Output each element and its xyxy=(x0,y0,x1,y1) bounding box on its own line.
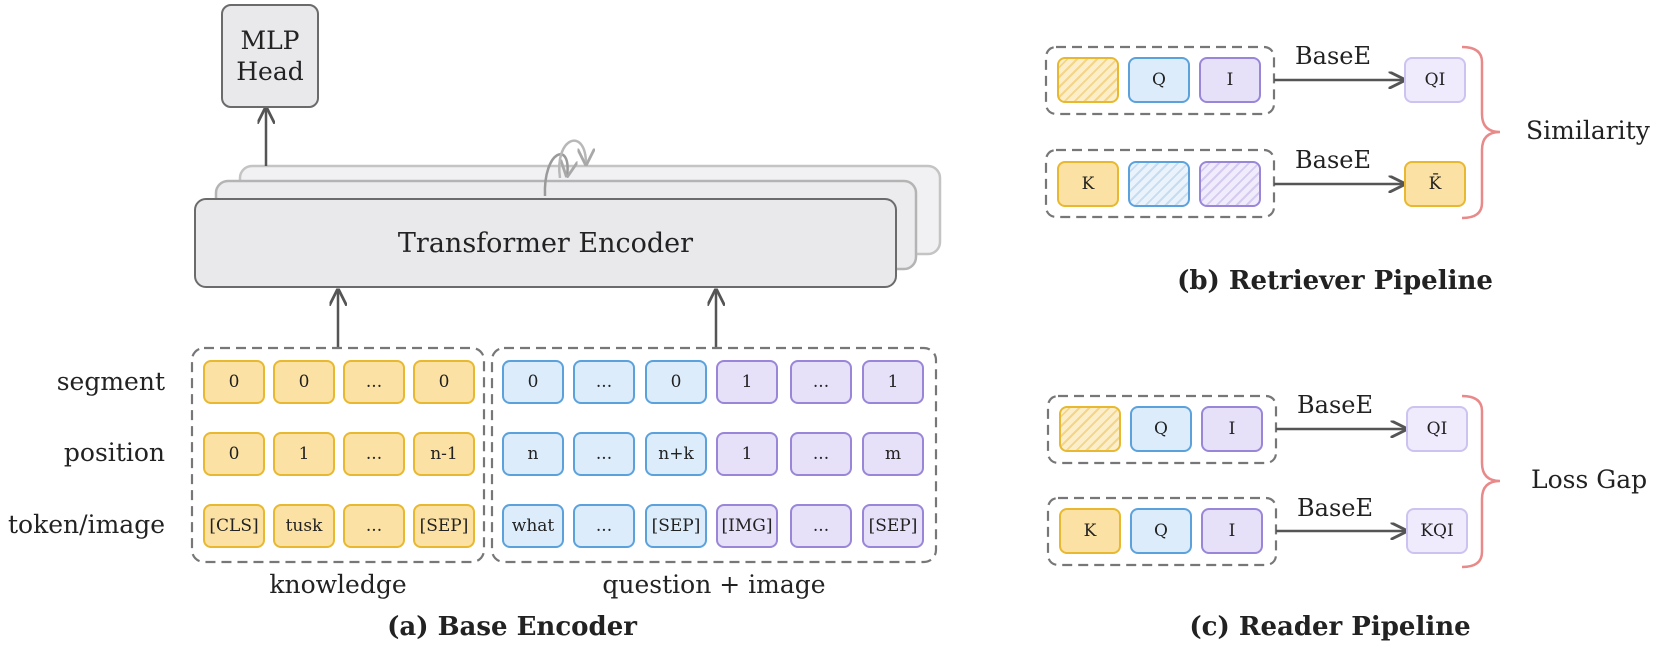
row-label-token: token/image xyxy=(8,510,165,539)
retriever-output-qi: QI xyxy=(1404,57,1466,103)
row-label-position: position xyxy=(63,438,165,467)
knowledge-token-cell: tusk xyxy=(273,504,335,548)
reader-image-cell-2: I xyxy=(1201,508,1263,554)
question-image-label: question + image xyxy=(602,570,826,599)
retriever-knowledge-cell: K xyxy=(1057,161,1119,207)
image-token-cell: [SEP] xyxy=(862,504,924,548)
question-position-cell: n+k xyxy=(645,432,707,476)
similarity-label: Similarity xyxy=(1526,116,1650,145)
retriever-masked-knowledge-cell xyxy=(1057,57,1119,103)
image-segment-cell: 1 xyxy=(862,360,924,404)
knowledge-segment-cell: 0 xyxy=(413,360,475,404)
retriever-output-k: K̄ xyxy=(1404,161,1466,207)
knowledge-segment-cell: 0 xyxy=(203,360,265,404)
knowledge-position-cell: ... xyxy=(343,432,405,476)
retriever-encoder-label-2: BaseE xyxy=(1295,146,1371,174)
image-position-cell: m xyxy=(862,432,924,476)
knowledge-token-cell: [CLS] xyxy=(203,504,265,548)
retriever-masked-image-cell xyxy=(1199,161,1261,207)
question-position-cell: n xyxy=(502,432,564,476)
image-token-cell: ... xyxy=(790,504,852,548)
knowledge-segment-cell: 0 xyxy=(273,360,335,404)
question-token-cell: what xyxy=(502,504,564,548)
mlp-head-line1: MLP xyxy=(240,25,300,55)
transformer-encoder-box: Transformer Encoder xyxy=(194,198,897,288)
reader-caption: (c) Reader Pipeline xyxy=(1189,612,1471,642)
image-position-cell: 1 xyxy=(716,432,778,476)
loss-gap-label: Loss Gap xyxy=(1531,465,1648,494)
knowledge-token-cell: [SEP] xyxy=(413,504,475,548)
retriever-encoder-label-1: BaseE xyxy=(1295,42,1371,70)
reader-masked-knowledge-cell xyxy=(1059,406,1121,452)
mlp-head-box: MLP Head xyxy=(221,4,319,108)
reader-knowledge-cell: K xyxy=(1059,508,1121,554)
knowledge-position-cell: n-1 xyxy=(413,432,475,476)
transformer-encoder-label: Transformer Encoder xyxy=(397,227,694,259)
question-token-cell: [SEP] xyxy=(645,504,707,548)
question-segment-cell: 0 xyxy=(645,360,707,404)
reader-question-cell: Q xyxy=(1130,406,1192,452)
knowledge-segment-cell: ... xyxy=(343,360,405,404)
image-token-cell: [IMG] xyxy=(716,504,778,548)
base-encoder-caption: (a) Base Encoder xyxy=(387,612,637,642)
mlp-head-line2: Head xyxy=(236,57,304,86)
question-segment-cell: 0 xyxy=(502,360,564,404)
row-label-segment: segment xyxy=(56,367,165,396)
retriever-image-cell: I xyxy=(1199,57,1261,103)
knowledge-group xyxy=(190,346,486,564)
loss-gap-brace xyxy=(1461,394,1501,569)
question-token-cell: ... xyxy=(573,504,635,548)
knowledge-position-cell: 0 xyxy=(203,432,265,476)
image-segment-cell: ... xyxy=(790,360,852,404)
retriever-caption: (b) Retriever Pipeline xyxy=(1177,266,1493,296)
loop-arrow-light xyxy=(558,139,586,179)
image-position-cell: ... xyxy=(790,432,852,476)
reader-output-kqi: KQI xyxy=(1406,508,1468,554)
retriever-question-cell: Q xyxy=(1128,57,1190,103)
image-segment-cell: 1 xyxy=(716,360,778,404)
similarity-brace xyxy=(1461,45,1501,220)
question-image-group xyxy=(490,346,938,564)
retriever-masked-question-cell xyxy=(1128,161,1190,207)
reader-encoder-label-1: BaseE xyxy=(1297,391,1373,419)
reader-output-qi: QI xyxy=(1406,406,1468,452)
knowledge-position-cell: 1 xyxy=(273,432,335,476)
reader-encoder-label-2: BaseE xyxy=(1297,494,1373,522)
question-segment-cell: ... xyxy=(573,360,635,404)
knowledge-token-cell: ... xyxy=(343,504,405,548)
reader-image-cell: I xyxy=(1201,406,1263,452)
question-position-cell: ... xyxy=(573,432,635,476)
reader-question-cell-2: Q xyxy=(1130,508,1192,554)
loop-arrow-dark xyxy=(543,153,568,197)
knowledge-label: knowledge xyxy=(269,570,407,599)
